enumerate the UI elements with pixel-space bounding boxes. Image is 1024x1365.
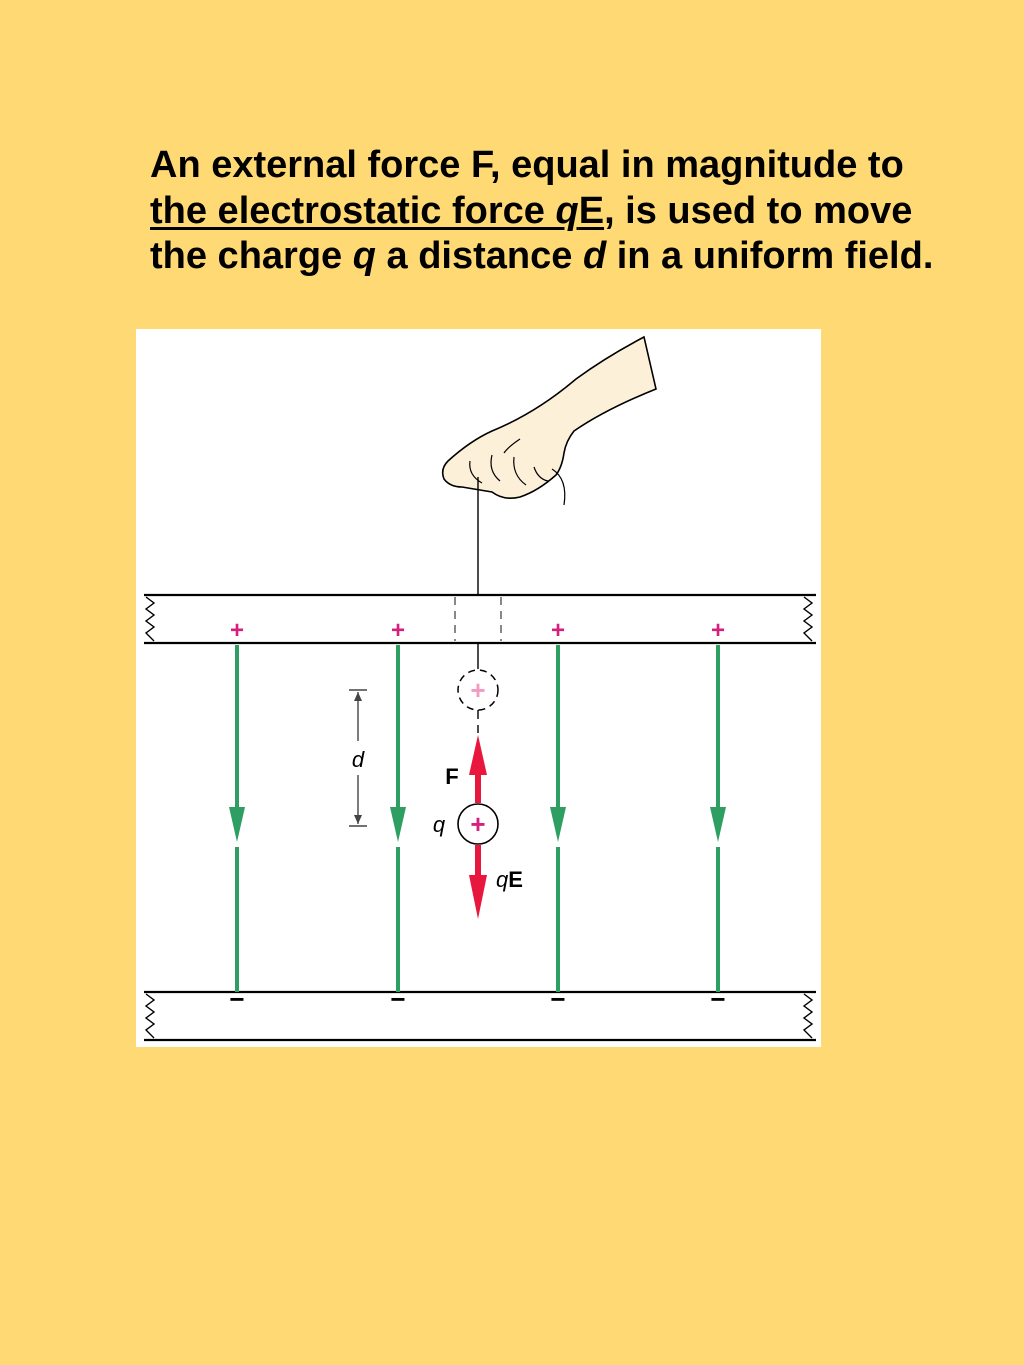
caption-q: q	[352, 235, 376, 277]
electrostatic-force-q: q	[496, 867, 509, 892]
caption-underline-E: E	[578, 189, 605, 232]
plate-minus-sign: −	[390, 984, 405, 1014]
hand-icon	[441, 335, 657, 506]
electrostatic-force-label: qE	[496, 867, 523, 892]
caption: An external force F, equal in magnitude …	[150, 143, 950, 280]
electrostatic-force-arrow	[469, 845, 487, 919]
distance-indicator	[349, 689, 367, 827]
external-force-arrow	[469, 735, 487, 803]
field-line	[550, 645, 566, 992]
plate-minus-sign: −	[550, 984, 565, 1014]
charge-plus-sign: +	[470, 809, 485, 839]
field-line	[710, 645, 726, 992]
field-diagram: + + + + − − − −	[136, 329, 821, 1047]
field-line	[229, 645, 245, 992]
ghost-plus-sign: +	[470, 675, 485, 705]
plate-plus-sign: +	[230, 617, 244, 644]
distance-label: d	[352, 747, 365, 772]
positive-plate	[144, 593, 816, 645]
field-diagram-svg: + + + + − − − −	[144, 335, 816, 1042]
plate-minus-sign: −	[710, 984, 725, 1014]
caption-part-1: An external force F, equal in magnitude …	[150, 144, 904, 186]
plate-plus-sign: +	[391, 617, 405, 644]
caption-underline-text: the electrostatic force	[150, 189, 556, 232]
caption-underline-q: q	[555, 189, 579, 232]
caption-underlined-phrase: the electrostatic force qE	[150, 190, 604, 232]
plate-plus-sign: +	[551, 617, 565, 644]
charge-label: q	[433, 812, 446, 837]
force-label: F	[445, 764, 458, 789]
charge-start-position	[457, 669, 499, 733]
caption-part-4: in a uniform field.	[606, 235, 934, 277]
plate-minus-sign: −	[229, 984, 244, 1014]
caption-part-3: a distance	[375, 235, 583, 277]
field-line	[390, 645, 406, 992]
electrostatic-force-E: E	[508, 867, 523, 892]
caption-part-2: , is used to move the charge	[150, 189, 913, 278]
caption-d: d	[582, 235, 607, 277]
charge-q	[457, 803, 499, 845]
plate-plus-sign: +	[711, 617, 725, 644]
negative-plate	[144, 990, 816, 1042]
